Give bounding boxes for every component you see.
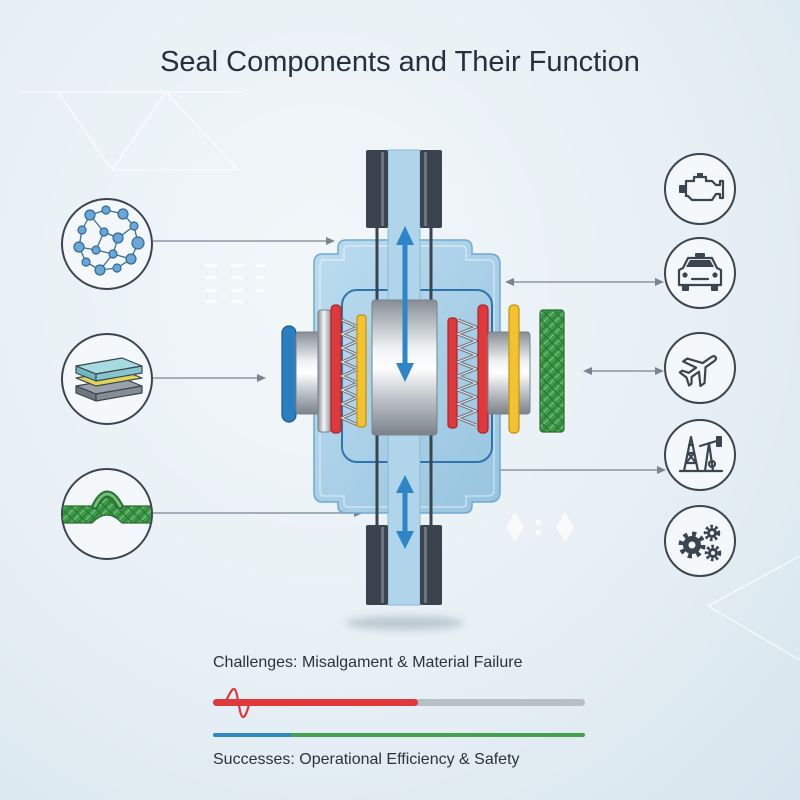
top-right-plate [420,150,442,228]
decor-lines-top-left [20,91,245,172]
faint-grid-icon [205,264,265,303]
component-circle [61,468,153,560]
decor-lines-bottom-right [707,555,800,661]
arrowhead-left [505,278,514,286]
challenges-bar-fill [213,699,418,706]
airplane-icon [678,355,718,388]
arrowhead-up [396,475,414,493]
plate-highlight [424,152,427,226]
car-icon [677,253,723,291]
gears-icon [678,524,722,562]
plate-highlight [381,152,384,226]
failure-wave-icon [222,687,252,719]
blue-end-disk [281,325,297,423]
upper-flow-arrow [396,226,414,382]
bottom-left-plate [366,525,388,605]
plate-highlight [424,527,427,603]
application-circle [664,419,736,491]
arrowhead-right [655,278,664,286]
arrowhead-left [583,367,592,375]
arrowhead-right [326,237,335,245]
housing-inner-rim [319,245,495,508]
arrowhead-down [396,531,414,549]
application-circle [664,332,736,404]
top-left-plate [366,150,388,228]
oil-derrick-icon [678,435,724,473]
component-circle [61,198,153,290]
application-connectors [498,278,666,474]
diagram-shadow [345,616,465,630]
left-red-seal-face [330,304,342,434]
right-spring [456,318,478,427]
left-spring [340,318,360,427]
application-circle [664,505,736,577]
challenges-caption: Challenges: Misalgament & Material Failu… [213,654,523,671]
right-inner-red-seal-face [447,317,458,429]
successes-bar-fill [213,733,585,737]
successes-bar [213,733,585,737]
challenges-bar [213,699,585,706]
background-decoration [20,91,800,661]
bottom-flange-plates [366,435,442,605]
right-yellow-o-ring [508,304,520,434]
top-flange-plates [366,150,442,300]
arrowhead-up [396,226,414,245]
braided-rope-icon [63,490,151,524]
layered-sheets-icon [75,357,143,402]
left-yellow-o-ring [356,314,367,428]
seal-cross-section [281,149,565,630]
engine-icon [679,173,725,202]
arrowhead-right [657,466,666,474]
left-gland-plate [317,309,332,433]
arrowhead-right [257,374,266,382]
application-circle [664,153,736,225]
arrowhead-right [655,367,664,375]
molecule-network-icon [73,205,145,276]
right-red-seal-face [477,304,489,434]
component-connectors [153,237,363,517]
faint-diamond-icon [506,512,574,542]
plate-highlight [381,527,384,603]
successes-caption: Successes: Operational Efficiency & Safe… [213,751,520,768]
component-circle [61,333,153,425]
application-circle [664,237,736,309]
bottom-right-plate [420,525,442,605]
green-braided-packing [539,309,565,433]
lower-flow-arrow [396,475,414,549]
arrowhead-down [396,363,414,382]
page-title: Seal Components and Their Function [160,46,640,78]
